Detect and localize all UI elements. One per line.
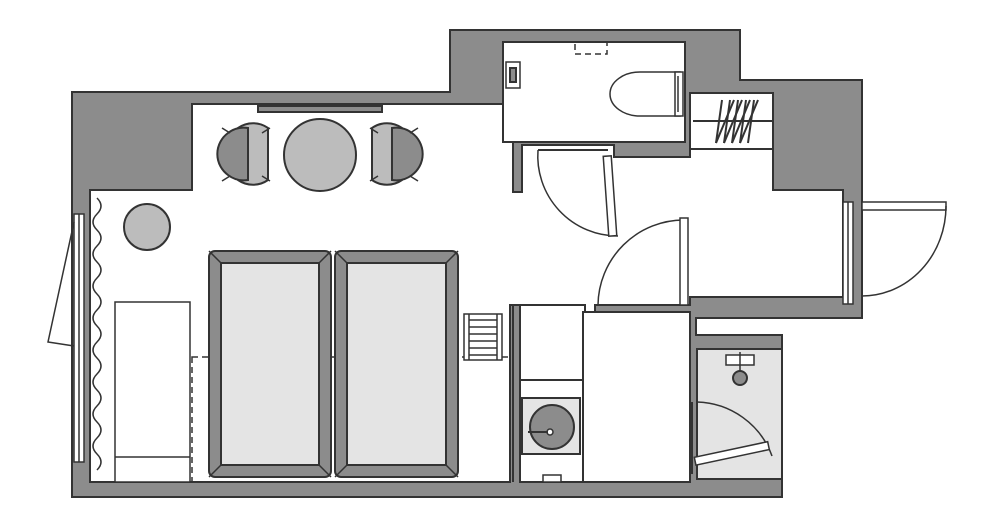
corridor-floor [582,311,691,483]
top-window [257,105,383,113]
toilet-vent [574,41,608,55]
desk [114,301,191,483]
corridor-door [597,217,690,306]
round-table [283,118,357,192]
round-side-table [123,203,171,251]
paper-holder [505,61,521,89]
chair-right [369,122,424,186]
floor-rug [191,356,511,483]
luggage-rack [463,313,503,361]
toilet-door [537,149,619,237]
closet-hangers [693,99,773,144]
chair-left [216,122,271,186]
curtain [92,197,102,471]
shower-door [691,401,773,474]
entrance-door [842,201,947,305]
twin-bed-right [334,250,459,478]
washroom-floor [519,304,586,381]
twin-bed-left [208,250,332,478]
wash-basin [521,397,581,483]
shower-fixture [725,352,755,386]
toilet [609,71,684,117]
left-window [47,213,85,463]
